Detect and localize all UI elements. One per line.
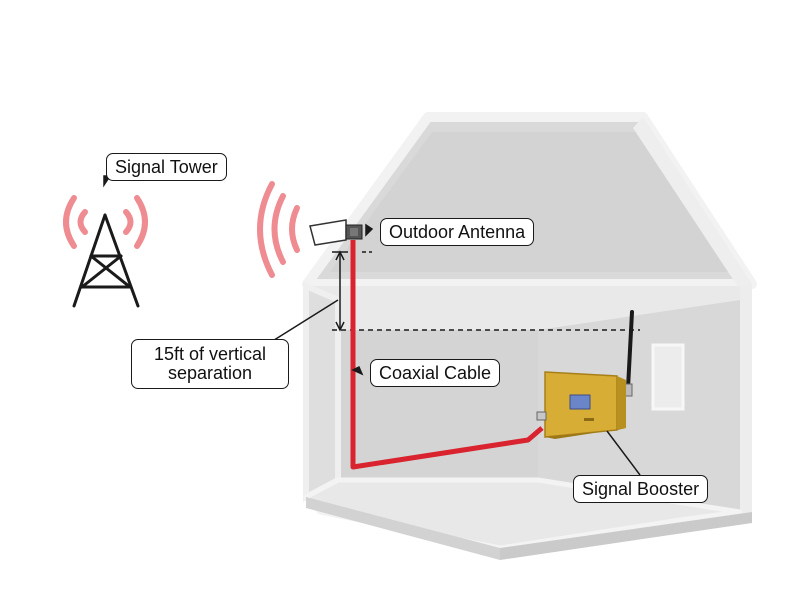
tower-icon: [72, 213, 140, 308]
vertical-separation-label: 15ft of vertical separation: [131, 339, 289, 389]
signal-wave-icon: [134, 195, 148, 249]
house-floor-side: [500, 512, 752, 560]
house-floor-front: [306, 497, 500, 560]
house-side-wall: [538, 300, 740, 510]
house-right-trim: [740, 284, 752, 514]
signal-wave-icon: [271, 193, 286, 265]
coaxial-cable: [350, 240, 544, 470]
signal-wave-icon: [123, 209, 134, 235]
signal-booster-label: Signal Booster: [573, 475, 709, 503]
antenna-signal-waves: [257, 181, 300, 278]
signal-wave-icon: [77, 209, 88, 235]
antenna-icon: [309, 219, 363, 246]
coaxial-cable-label: Coaxial Cable: [370, 359, 501, 387]
signal-wave-icon: [257, 181, 275, 278]
house-window: [651, 343, 685, 411]
tower-signal-waves: [63, 195, 148, 249]
vertical-separation-marker: [332, 250, 640, 332]
outdoor-antenna-label: Outdoor Antenna: [380, 218, 535, 246]
signal-wave-icon: [63, 195, 77, 249]
house-roof-edge: [633, 117, 752, 290]
signal-wave-icon: [289, 205, 300, 253]
house-back-wall: [338, 330, 538, 480]
signal-tower-label: Signal Tower: [106, 153, 227, 181]
booster-icon: [536, 310, 634, 439]
